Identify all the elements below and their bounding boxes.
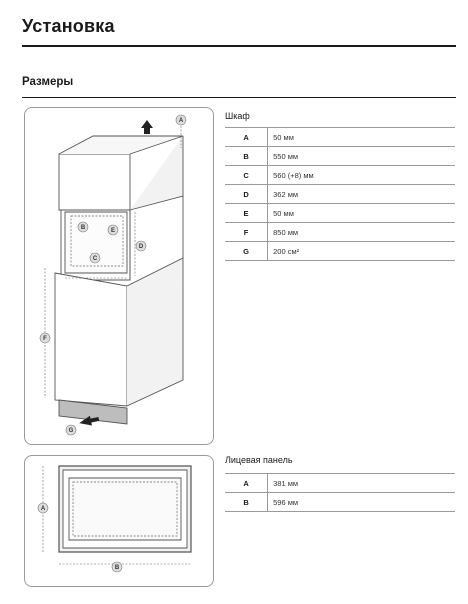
front-panel-table-caption: Лицевая панель [225, 455, 293, 465]
row-value: 560 (+8) мм [267, 165, 455, 185]
label-g: G [69, 428, 74, 434]
page-title: Установка [22, 16, 115, 36]
up-arrow-icon [141, 120, 153, 134]
row-key: C [225, 165, 269, 185]
right-arrow-icon [79, 415, 100, 426]
cabinet-diagram: A B C D E F G [24, 107, 214, 445]
row-key: G [225, 241, 269, 261]
row-value: 362 мм [267, 184, 455, 204]
row-key: A [225, 127, 269, 147]
label-f: F [43, 336, 47, 342]
label-e: E [111, 228, 115, 234]
label-d: D [139, 244, 144, 250]
row-value: 381 мм [267, 473, 455, 493]
row-value: 850 мм [267, 222, 455, 242]
title-rule [22, 45, 456, 47]
front-panel-diagram: A B [24, 455, 214, 587]
row-key: B [225, 146, 269, 166]
label-a: A [179, 118, 184, 124]
row-value: 50 мм [267, 127, 455, 147]
label-b: B [81, 225, 86, 231]
panel-label-b: B [115, 565, 120, 571]
row-value: 550 мм [267, 146, 455, 166]
section-title: Размеры [22, 76, 74, 88]
row-value: 596 мм [267, 492, 455, 512]
cabinet-table-caption: Шкаф [225, 111, 250, 121]
panel-label-a: A [41, 506, 46, 512]
cabinet-drawing: A B C D E F G [39, 114, 187, 436]
row-value: 50 мм [267, 203, 455, 223]
front-panel-drawing: A B [37, 465, 192, 573]
section-rule [22, 97, 456, 98]
label-c: C [93, 256, 98, 262]
row-key: F [225, 222, 269, 242]
row-key: E [225, 203, 269, 223]
row-value: 200 см² [267, 241, 455, 261]
row-key: B [225, 492, 269, 512]
row-key: A [225, 473, 269, 493]
row-key: D [225, 184, 269, 204]
